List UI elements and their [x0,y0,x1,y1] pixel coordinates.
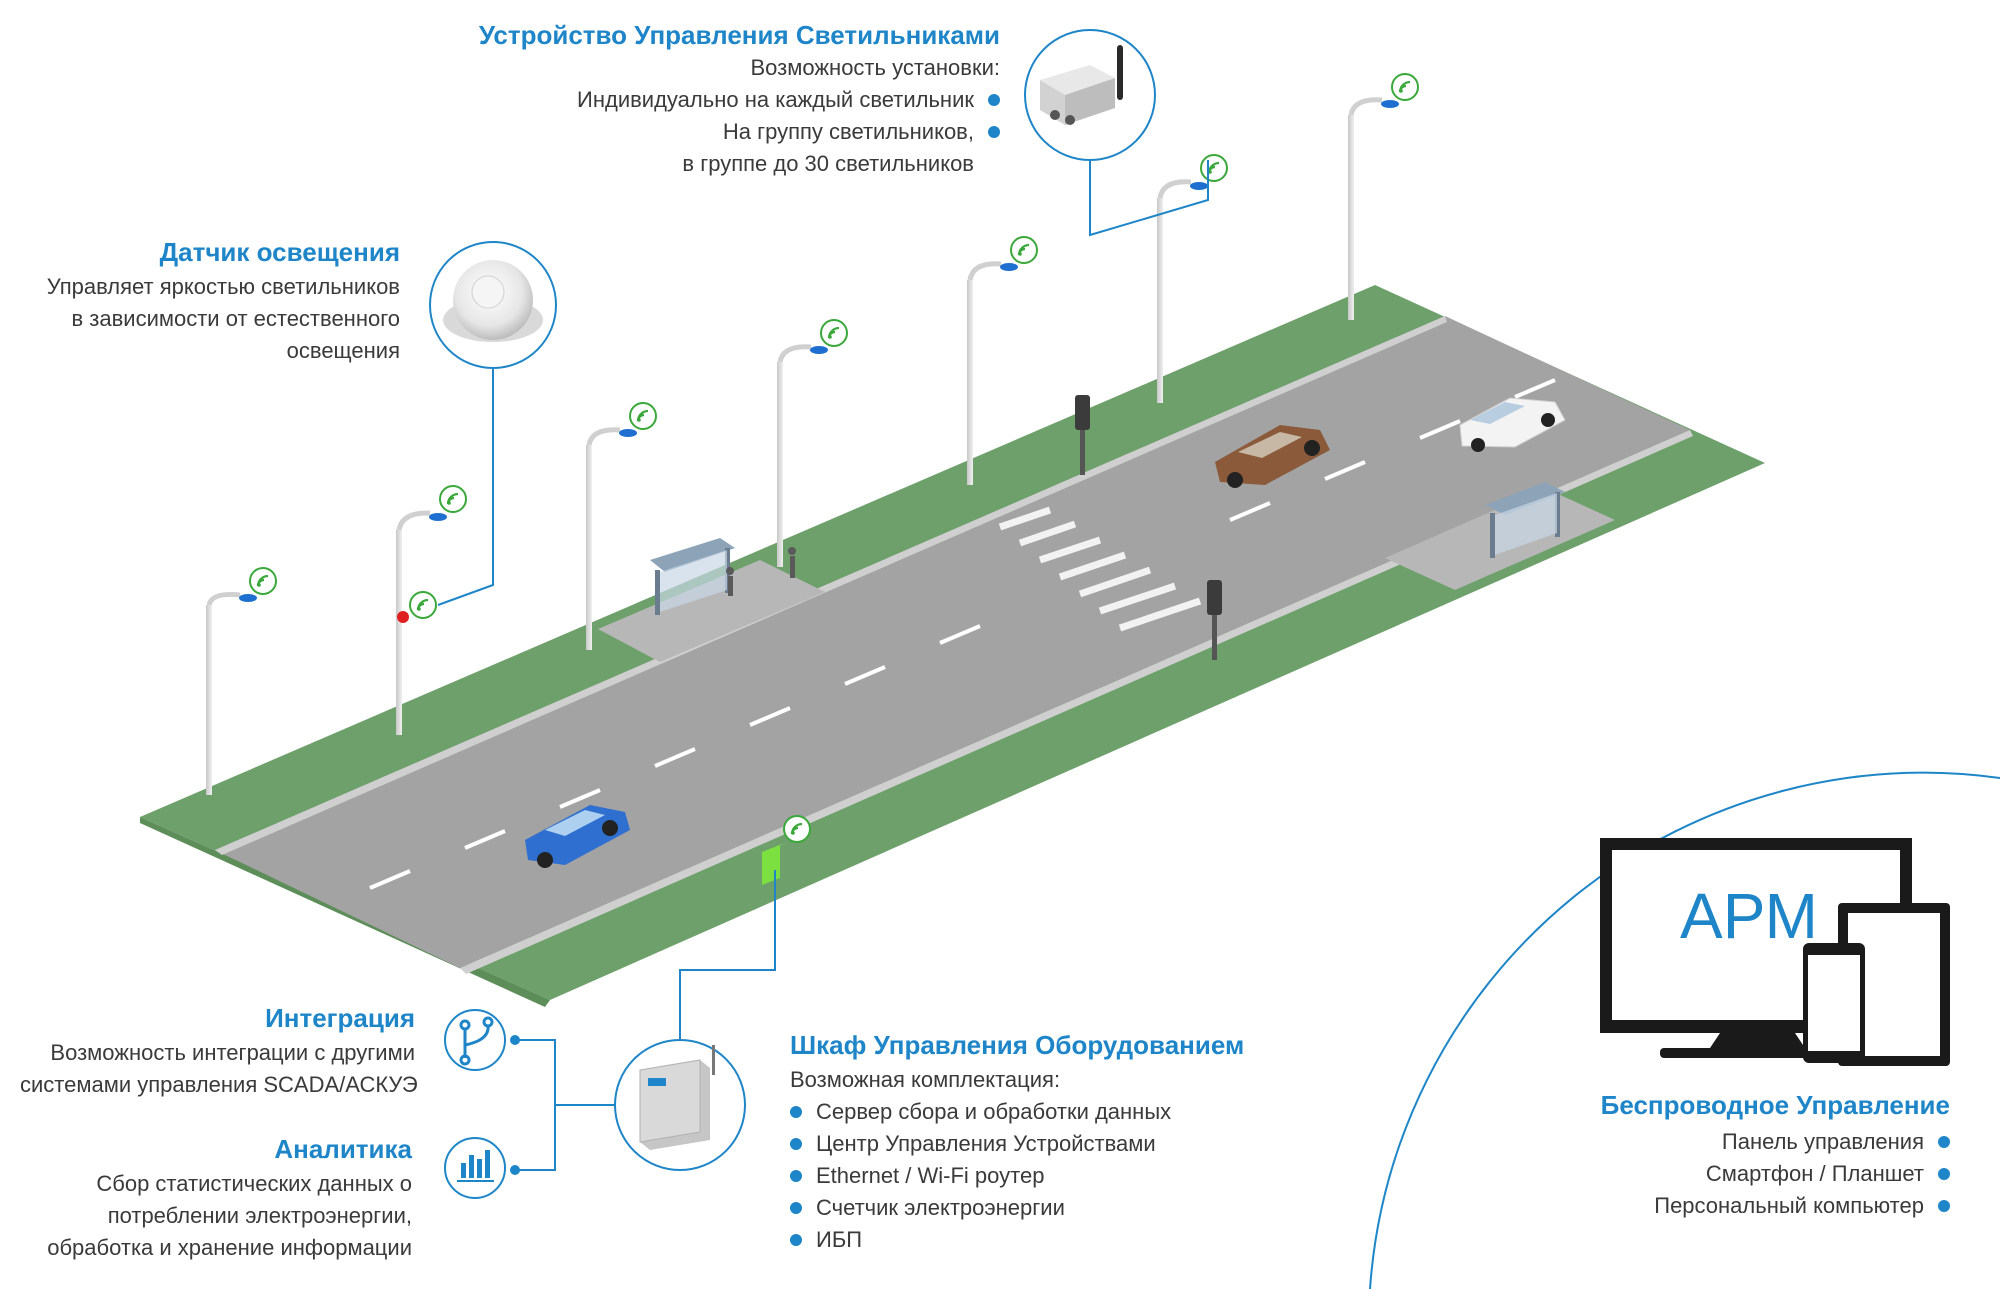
bullet-icon [1938,1168,1950,1180]
street-lamp [777,318,849,567]
light-sensor-line: Управляет яркостью светильников [46,274,400,299]
light-sensor-title: Датчик освещения [159,237,400,267]
analytics-info: Аналитика Сбор статистических данных о п… [20,1134,412,1264]
light-sensor-info: Датчик освещения Управляет яркостью свет… [20,237,400,367]
integration-line: Возможность интеграции с другими [50,1040,415,1065]
bullet-icon [790,1202,802,1214]
integration-info: Интеграция Возможность интеграции с друг… [20,1003,418,1101]
list-item: Ethernet / Wi-Fi роутер [790,1160,1310,1192]
branch-icon [444,1009,506,1071]
cabinet-subtitle: Возможная комплектация: [790,1067,1061,1092]
wireless-info: Беспроводное Управление Панель управлени… [1560,1090,1950,1222]
street-lamp [1157,153,1229,403]
crosswalk [998,506,1202,632]
list-item-continuation: в группе до 30 светильников [682,151,974,176]
integration-title: Интеграция [265,1003,415,1033]
bullet-icon [988,94,1000,106]
bullet-icon [790,1170,802,1182]
list-item: На группу светильников, [380,116,1000,148]
curb-top [215,316,1447,855]
street-lamp [396,484,468,735]
luminaire-controller-info: Устройство Управления Светильниками Возм… [380,20,1000,180]
pedestrians [726,547,796,596]
light-sensor-image [429,241,557,369]
cabinet-info: Шкаф Управления Оборудованием Возможная … [790,1030,1310,1256]
analytics-line: обработка и хранение информации [47,1235,412,1260]
smartphone [1803,943,1865,1063]
light-sensor-marker [397,611,409,623]
bullet-icon [790,1234,802,1246]
luminaire-controller-subtitle: Возможность установки: [750,55,1000,80]
list-item: ИБП [790,1224,1310,1256]
light-sensor-line: освещения [286,338,400,363]
bullet-icon [790,1106,802,1118]
curb-bottom [460,430,1693,974]
list-item: Центр Управления Устройствами [790,1128,1310,1160]
list-item: Индивидуально на каждый светильник [380,84,1000,116]
street-lamp [967,235,1039,485]
luminaire-controller-title: Устройство Управления Светильниками [478,20,1000,50]
analytics-line: Сбор статистических данных о [96,1171,412,1196]
road [215,316,1690,968]
connector-lines [437,150,1209,1175]
luminaire-controller-image [1024,29,1156,161]
cabinet-title: Шкаф Управления Оборудованием [790,1030,1245,1060]
list-item: Счетчик электроэнергии [790,1192,1310,1224]
monitor-label: АРМ [1680,880,1818,952]
street-lamp [206,566,278,795]
analytics-line: потреблении электроэнергии, [107,1203,412,1228]
car-brown [1215,425,1330,488]
bus-stop-pad-left [598,560,825,662]
bullet-icon [1938,1200,1950,1212]
bus-shelter-right [1485,482,1565,558]
light-sensor-line: в зависимости от естественного [71,306,400,331]
street-lamps [206,72,1420,795]
street-lamp [1348,72,1420,320]
bullet-icon [988,126,1000,138]
wireless-title: Беспроводное Управление [1600,1090,1950,1120]
lane-markings [369,378,1556,890]
list-item: Персональный компьютер [1560,1190,1950,1222]
integration-line: системами управления SCADA/АСКУЭ [20,1072,418,1097]
traffic-lights [1075,395,1222,660]
car-blue [525,805,630,868]
cabinet-image [614,1039,746,1171]
list-item: Смартфон / Планшет [1560,1158,1950,1190]
bullet-icon [1938,1136,1950,1148]
bullet-icon [790,1138,802,1150]
list-item: Сервер сбора и обработки данных [790,1096,1310,1128]
bar-chart-icon [444,1137,506,1199]
analytics-title: Аналитика [274,1134,412,1164]
car-white-van [1459,397,1566,452]
list-item: Панель управления [1560,1126,1950,1158]
wireless-area-arc [1369,771,2000,1289]
grass-and-road [140,285,1765,1007]
street-lamp [586,401,658,650]
